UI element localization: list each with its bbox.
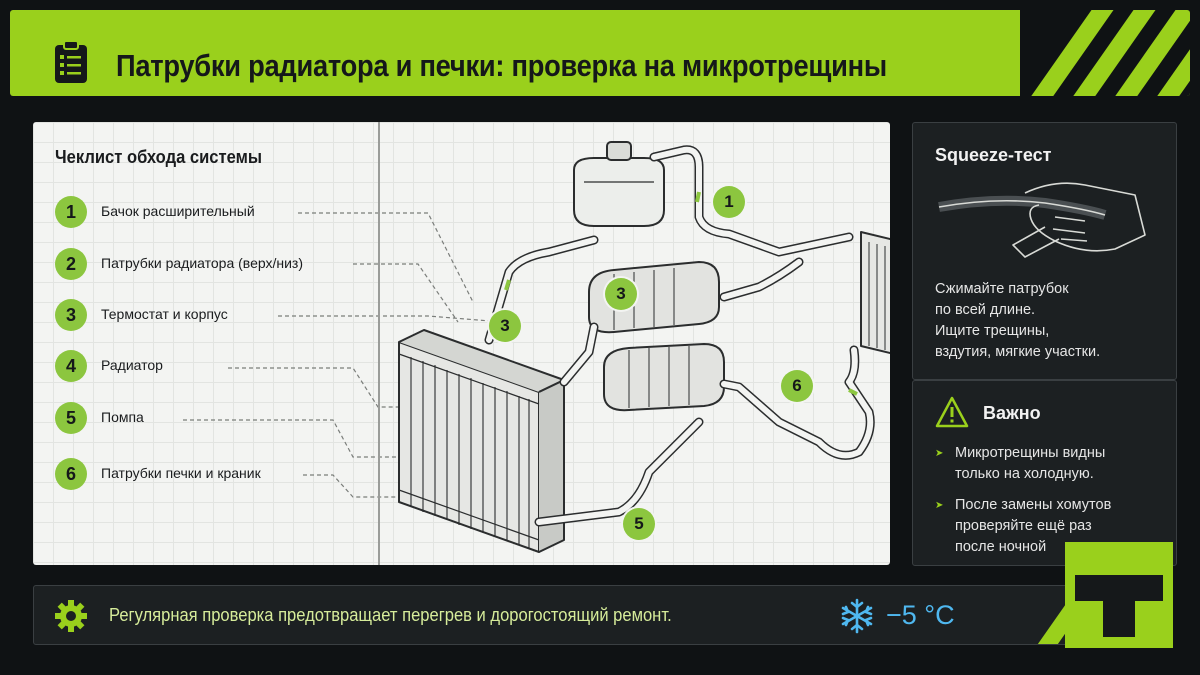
clipboard-checklist-icon — [55, 40, 87, 83]
expansion-tank-illustration — [573, 141, 665, 227]
bullet-arrow-icon: ➤ — [935, 448, 944, 459]
radiator-illustration — [398, 329, 565, 553]
checklist-item-label: Патрубки радиатора (верх/низ) — [101, 255, 304, 271]
squeeze-line: Сжимайте патрубок — [935, 281, 1069, 297]
header-banner: Патрубки радиатора и печки: проверка на … — [10, 10, 1190, 96]
brand-logo — [1065, 542, 1173, 648]
snowflake-icon — [841, 598, 873, 634]
bullet-arrow-icon: ➤ — [935, 500, 944, 511]
checklist-number-badge: 1 — [55, 196, 87, 228]
hand-squeezing-hose-icon — [938, 182, 1146, 258]
callout-1: 1 — [713, 186, 745, 218]
footer-bar: Регулярная проверка предотвращает перегр… — [33, 585, 1167, 645]
checklist-item-label: Патрубки печки и краник — [101, 465, 261, 481]
bullet-line: Микротрещины видны — [955, 445, 1106, 461]
temperature-readout: −5 °C — [886, 600, 955, 630]
callout-6: 6 — [781, 370, 813, 402]
checklist-number-badge: 2 — [55, 248, 87, 280]
callout-3a: 3 — [605, 278, 637, 310]
squeeze-line: вздутия, мягкие участки. — [935, 344, 1101, 360]
checklist-item-label: Радиатор — [101, 357, 163, 373]
squeeze-line: по всей длине. — [935, 302, 1036, 318]
heater-core-illustration — [860, 231, 890, 355]
warning-icon — [935, 396, 969, 428]
panel-divider — [378, 122, 380, 565]
bullet-line: после ночной — [955, 539, 1047, 555]
checklist-number-badge: 3 — [55, 299, 87, 331]
squeeze-line: Ищите трещины, — [935, 323, 1050, 339]
checklist-item-label: Помпа — [101, 409, 144, 425]
important-title: Важно — [983, 403, 1041, 423]
gear-icon — [55, 600, 87, 632]
squeeze-instructions: Сжимайте патрубок по всей длине. Ищите т… — [935, 279, 1100, 363]
checklist-item-label: Термостат и корпус — [101, 306, 228, 322]
squeeze-title: Squeeze-тест — [935, 145, 1052, 165]
cooling-system-illustration — [398, 141, 890, 553]
bullet-line: проверяйте ещё раз — [955, 518, 1092, 534]
checklist-title: Чеклист обхода системы — [55, 147, 262, 167]
checklist-number-badge: 5 — [55, 402, 87, 434]
important-panel: Важно ➤ Микротрещины видны только на хол… — [912, 380, 1177, 566]
page-title: Патрубки радиатора и печки: проверка на … — [116, 48, 887, 83]
water-pump-illustration — [603, 343, 725, 412]
header-stripes-decoration — [1014, 10, 1190, 96]
bullet-line: После замены хомутов — [955, 497, 1112, 513]
bullet-line: только на холодную. — [955, 466, 1094, 482]
logo-t-stem — [1103, 575, 1135, 637]
squeeze-test-panel: Squeeze-тест Сжимайте патрубок по всей д… — [912, 122, 1177, 380]
checklist-item-label: Бачок расширительный — [101, 203, 255, 219]
checklist-number-badge: 4 — [55, 350, 87, 382]
callout-3b: 3 — [489, 310, 521, 342]
footer-message: Регулярная проверка предотвращает перегр… — [109, 605, 672, 625]
diagram-panel: Чеклист обхода системы 1 Бачок расширите… — [33, 122, 890, 565]
callout-5: 5 — [623, 508, 655, 540]
checklist-number-badge: 6 — [55, 458, 87, 490]
